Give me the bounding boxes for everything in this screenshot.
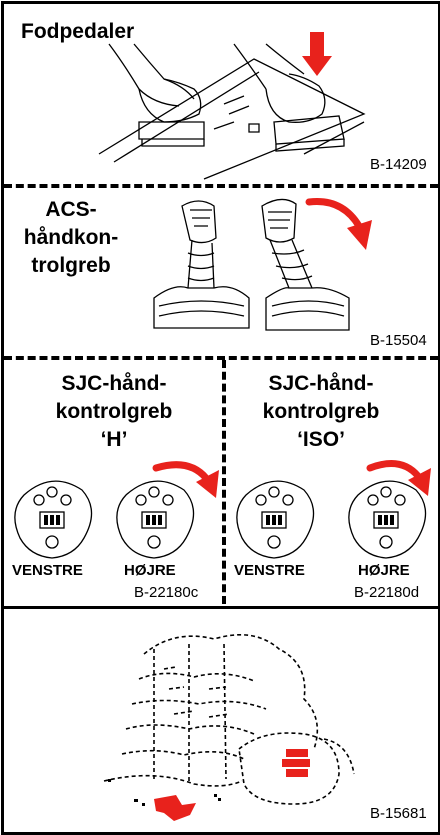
machine-illustration <box>4 609 438 832</box>
sjc-iso-panel: SJC-hånd- kontrolgreb ‘ISO’ <box>226 360 438 604</box>
sjc-h-panel: SJC-hånd- kontrolgreb ‘H’ <box>4 360 222 604</box>
left-hand-label: VENSTRE <box>12 562 83 579</box>
rotate-right-arrow-icon <box>309 202 372 251</box>
rotate-right-arrow-icon <box>370 464 431 497</box>
acs-joysticks-illustration <box>4 188 438 354</box>
machine-panel: B-15681 <box>4 609 438 832</box>
figure-ref-b15504: B-15504 <box>370 332 427 349</box>
highlight-part-icon <box>154 795 196 821</box>
press-arrow-icon <box>302 32 332 76</box>
figure-ref-b15681: B-15681 <box>370 805 427 822</box>
figure-ref-b22180d: B-22180d <box>354 584 419 601</box>
right-hand-label: HØJRE <box>358 562 410 579</box>
highlight-part-icon <box>282 749 310 777</box>
acs-panel: ACS- håndkon- trolgreb <box>4 188 438 354</box>
figure-ref-b22180c: B-22180c <box>134 584 198 601</box>
foot-pedals-panel: Fodpedaler <box>4 4 438 184</box>
figure-ref-b14209: B-14209 <box>370 156 427 173</box>
left-hand-label: VENSTRE <box>234 562 305 579</box>
right-hand-label: HØJRE <box>124 562 176 579</box>
